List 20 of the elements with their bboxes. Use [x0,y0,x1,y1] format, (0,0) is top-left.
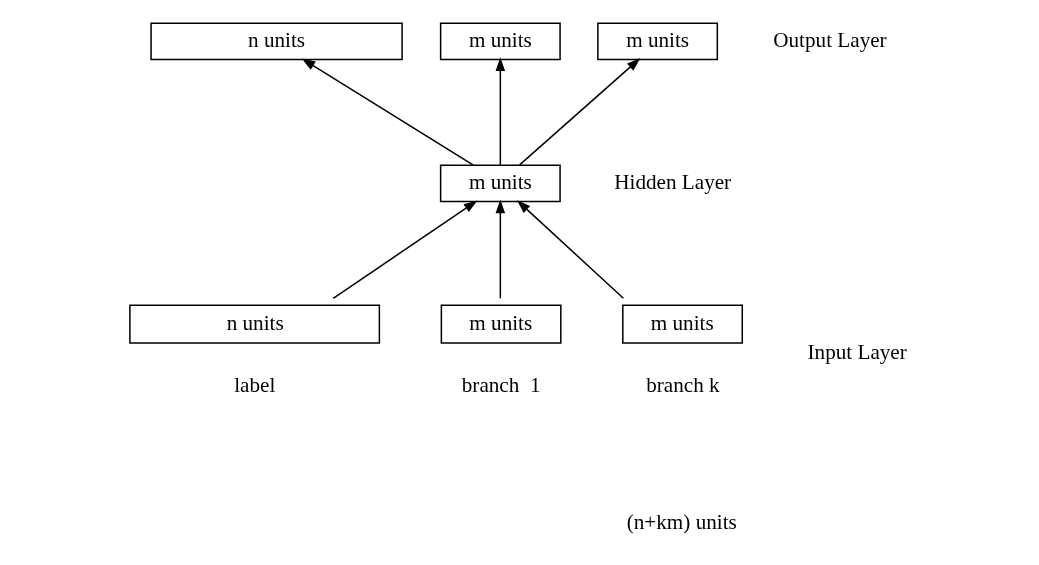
arrow [495,57,505,166]
arrow [516,200,624,300]
label: Input Layer [807,340,907,365]
arrow [518,58,640,166]
node-box: m units [440,304,562,344]
label: (n+km) units [626,510,737,535]
node-box: n units [149,22,403,61]
node-label: branch k [645,372,720,397]
node-box: m units [596,22,718,61]
node-box: m units [621,304,743,344]
arrow [331,200,477,300]
node-label: branch 1 [461,372,541,397]
label: Hidden Layer [613,170,731,195]
node-box: m units [439,164,561,203]
label: Output Layer [772,27,887,52]
node-box: m units [439,22,561,61]
arrow [495,199,505,300]
arrow [301,58,474,166]
node-box: n units [128,304,380,344]
node-label: label [233,372,275,397]
